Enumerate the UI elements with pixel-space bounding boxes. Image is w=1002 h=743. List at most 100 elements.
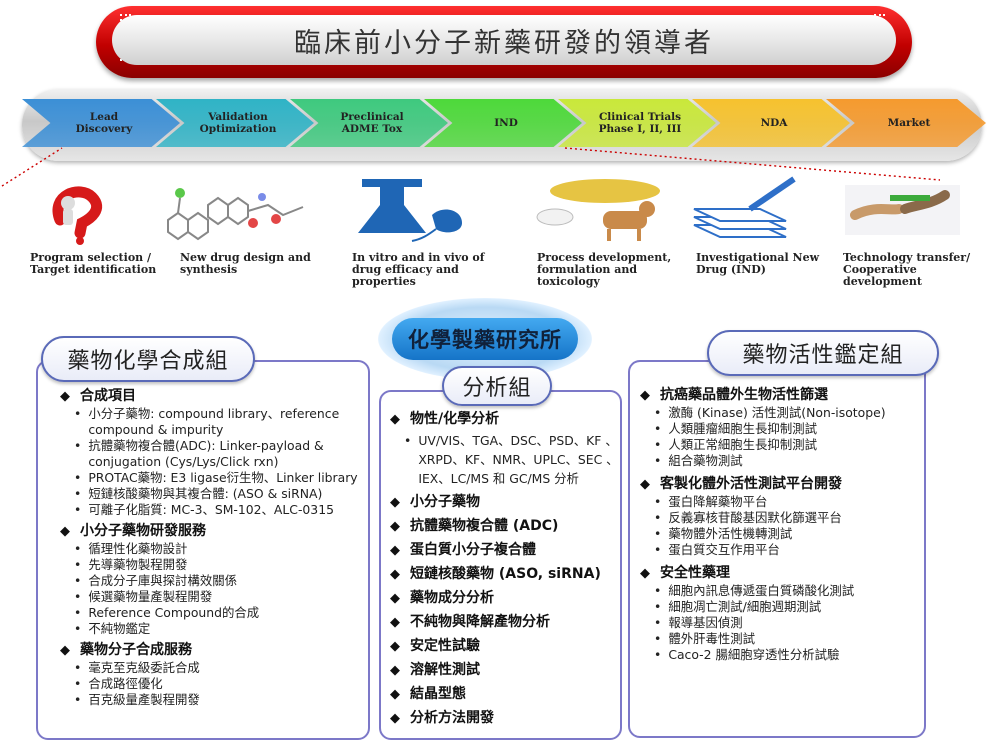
section-heading-text: 蛋白質小分子複合體 <box>410 542 536 558</box>
list-item: • 報導基因偵測 <box>640 615 925 631</box>
list-item-text: 合成路徑優化 <box>88 676 163 691</box>
bullet-icon: • <box>654 615 662 630</box>
diamond-bullet-icon: ◆ <box>60 524 70 539</box>
bioactivity-group-panel <box>628 360 926 738</box>
diamond-bullet-icon: ◆ <box>60 389 70 404</box>
pipeline-stage-label: IND <box>494 117 518 129</box>
pipeline-stage-label: Clinical Trials Phase I, II, III <box>598 111 682 135</box>
list-item-text: 體外肝毒性測試 <box>668 631 756 646</box>
section-heading-text: 抗癌藥品體外生物活性篩選 <box>660 387 828 403</box>
target-question-mark-icon <box>52 186 103 245</box>
bullet-icon: • <box>654 405 662 420</box>
list-item-text: 小分子藥物: compound library、reference compou… <box>88 406 340 437</box>
bullet-icon: • <box>654 510 662 525</box>
diamond-bullet-icon: ◆ <box>640 477 650 492</box>
list-item: •反義寡核苷酸基因默化篩選平台 <box>640 510 925 526</box>
pipeline-stage-label: NDA <box>760 117 788 129</box>
bullet-icon: • <box>74 605 82 620</box>
bullet-icon: • <box>74 589 82 604</box>
diamond-bullet-icon: ◆ <box>640 566 650 581</box>
section-heading: ◆ 抗癌藥品體外生物活性篩選 <box>640 386 925 405</box>
technology-transfer-icon <box>845 185 960 235</box>
list-item-text: 藥物體外活性機轉測試 <box>668 526 793 541</box>
bullet-icon: • <box>74 541 82 556</box>
list-item-text: 人類正常細胞生長抑制測試 <box>668 437 817 452</box>
list-item-text: 報導基因偵測 <box>668 615 743 630</box>
bullet-icon: • <box>654 599 662 614</box>
diamond-bullet-icon: ◆ <box>390 687 400 702</box>
section-heading: ◆分析方法開發 <box>390 709 622 728</box>
list-item-text: 細胞凋亡測試/細胞週期測試 <box>668 599 822 614</box>
list-item: •不純物鑑定 <box>60 621 365 637</box>
bullet-icon: • <box>404 433 412 448</box>
list-item: • Reference Compound的合成 <box>60 605 365 621</box>
section-heading: ◆不純物與降解產物分析 <box>390 613 622 632</box>
bullet-icon: • <box>74 692 82 707</box>
list-item: • 先導藥物製程開發 <box>60 557 365 573</box>
step-caption: New drug design and synthesis <box>180 251 311 276</box>
list-item: •短鏈核酸藥物與其複合體: (ASO & siRNA) <box>60 486 365 502</box>
list-item: •百克級量產製程開發 <box>60 692 365 708</box>
bullet-icon: • <box>74 486 82 501</box>
bioactivity-group-title: 藥物活性鑑定組 <box>707 330 939 376</box>
pipeline-stage-label: Lead Discovery <box>75 111 133 135</box>
section-heading-text: 小分子藥物 <box>410 494 480 510</box>
section-heading: ◆短鏈核酸藥物 (ASO, siRNA) <box>390 565 622 584</box>
list-item: • Caco-2 腸細胞穿透性分析試驗 <box>640 647 925 663</box>
section-heading-text: 安定性試驗 <box>410 638 480 654</box>
bullet-icon: • <box>74 502 82 517</box>
step-caption: Investigational New Drug (IND) <box>696 251 820 276</box>
bullet-icon: • <box>74 406 82 421</box>
diamond-bullet-icon: ◆ <box>390 591 400 606</box>
list-item-text: 不純物鑑定 <box>88 621 151 636</box>
list-item: •蛋白質交互作用平台 <box>640 542 925 558</box>
list-item-text: 循理性化藥物設計 <box>88 541 188 556</box>
section-heading-text: 結晶型態 <box>410 686 466 702</box>
diamond-bullet-icon: ◆ <box>390 543 400 558</box>
list-item-text: Reference Compound的合成 <box>88 605 260 620</box>
list-item: • 合成路徑優化 <box>60 676 365 692</box>
section-heading-text: 客製化體外活性測試平台開發 <box>660 476 842 492</box>
bullet-icon: • <box>654 437 662 452</box>
diamond-bullet-icon: ◆ <box>60 643 70 658</box>
section-heading-text: 小分子藥物研發服務 <box>80 523 206 539</box>
list-item-text: 合成分子庫與探討構效關係 <box>88 573 237 588</box>
list-item-text: 先導藥物製程開發 <box>88 557 188 572</box>
section-heading-text: 藥物成分分析 <box>410 590 494 606</box>
section-heading-text: 溶解性測試 <box>410 662 480 678</box>
list-item-text: PROTAC藥物: E3 ligase衍生物、Linker library <box>88 470 358 485</box>
section-heading: ◆溶解性測試 <box>390 661 622 680</box>
list-item-text: Caco-2 腸細胞穿透性分析試驗 <box>668 647 840 662</box>
document-pen-icon <box>693 176 796 238</box>
section-heading-text: 安全性藥理 <box>660 565 730 581</box>
bullet-icon: • <box>74 676 82 691</box>
bullet-icon: • <box>654 453 662 468</box>
diamond-bullet-icon: ◆ <box>640 388 650 403</box>
molecule-structure-icon <box>167 188 304 241</box>
banner-title: 臨床前小分子新藥研發的領導者 <box>112 15 896 65</box>
bullet-icon: • <box>654 526 662 541</box>
synthesis-group-title: 藥物化學合成組 <box>41 336 255 382</box>
step-caption: Technology transfer/ Cooperative develop… <box>843 251 971 288</box>
list-item: •抗體藥物複合體(ADC): Linker-payload & conjugat… <box>60 438 365 470</box>
section-heading: ◆合成項目 <box>60 387 365 406</box>
synthesis-group-panel <box>36 360 370 740</box>
section-heading: ◆ 藥物成分分析 <box>390 589 622 608</box>
bullet-icon: • <box>74 573 82 588</box>
bullet-icon: • <box>74 438 82 453</box>
section-heading: ◆ 客製化體外活性測試平台開發 <box>640 475 925 494</box>
section-heading: ◆安定性試驗 <box>390 637 622 656</box>
bullet-icon: • <box>654 647 662 662</box>
section-text-content: UV/VIS、TGA、DSC、PSD、KF 、XRPD、KF、NMR、UPLC、… <box>418 433 619 486</box>
list-item: •激酶 (Kinase) 活性測試(Non-isotope) <box>640 405 925 421</box>
section-heading: ◆ 安全性藥理 <box>640 564 925 583</box>
pipeline-stage-label: Market <box>887 117 931 129</box>
list-item: •細胞內訊息傳遞蛋白質磷酸化測試 <box>640 583 925 599</box>
list-item: • 候選藥物量產製程開發 <box>60 589 365 605</box>
section-heading: ◆ 藥物分子合成服務 <box>60 641 365 660</box>
list-item: •組合藥物測試 <box>640 453 925 469</box>
list-item-text: 候選藥物量產製程開發 <box>88 589 213 604</box>
section-heading-text: 藥物分子合成服務 <box>80 642 192 658</box>
list-item: • 細胞凋亡測試/細胞週期測試 <box>640 599 925 615</box>
bullet-icon: • <box>74 557 82 572</box>
